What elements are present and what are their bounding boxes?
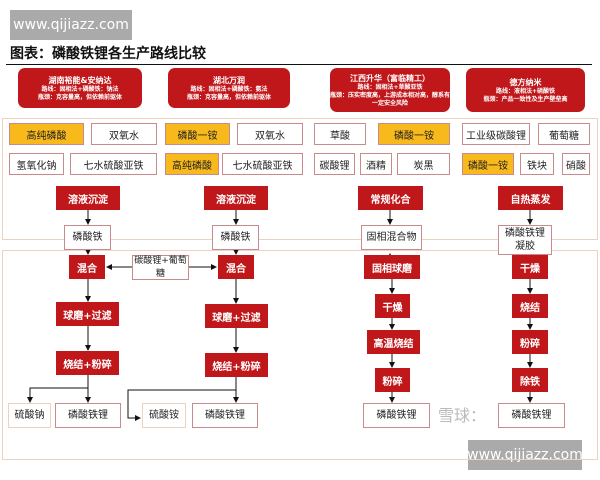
input-iron-block: 铁块 — [520, 153, 554, 175]
product-lfp: 磷酸铁锂 — [192, 403, 258, 428]
step-crushing: 粉碎 — [512, 330, 548, 354]
page-title: 图表：磷酸铁锂各生产路线比较 — [10, 46, 206, 62]
watermark-top: www.qijiazz.com — [10, 10, 132, 40]
input-lithium-carbonate: 碳酸锂 — [314, 153, 355, 175]
product-iron-phosphate: 磷酸铁 — [212, 225, 259, 250]
input-ferrous-sulfate: 七水硫酸亚铁 — [70, 153, 157, 175]
route-header-4: 德方纳米路线：液相法+硝酸铁瓶颈：产品一致性及生产壁垒高 — [466, 68, 585, 112]
route-header-2: 湖北万润路线：固相法+磷酸铁：氨法瓶颈：克容量高，但依赖前驱体 — [168, 68, 290, 108]
step-mixing: 混合 — [69, 255, 105, 279]
step-high-temp-sintering: 高温烧结 — [367, 330, 420, 354]
step-sintering: 烧结 — [512, 294, 548, 318]
route-header-1: 湖南裕能&安纳达路线：固相法+磷酸铁：钠法瓶颈：克容量高，但依赖前驱体 — [18, 68, 142, 108]
step-self-heating-evaporation: 自热蒸发 — [498, 186, 563, 210]
input-industrial-lithium-carbonate: 工业级碳酸锂 — [462, 123, 530, 145]
input-high-purity-phosphoric-acid: 高纯磷酸 — [9, 123, 84, 145]
byproduct-ammonium-sulfate: 硫酸铵 — [142, 403, 186, 428]
step-drying: 干燥 — [375, 294, 410, 318]
step-precipitation: 溶液沉淀 — [204, 186, 268, 210]
step-conventional-synthesis: 常规化合 — [358, 186, 423, 210]
product-lfp: 磷酸铁锂 — [363, 403, 430, 428]
step-sintering-crushing: 烧结+粉碎 — [205, 353, 268, 377]
input-hydrogen-peroxide: 双氧水 — [237, 123, 303, 145]
input-oxalic-acid: 草酸 — [314, 123, 366, 145]
input-li2co3-glucose: 碳酸锂+葡萄糖 — [132, 255, 189, 280]
precursor-section — [2, 118, 598, 240]
byproduct-sodium-sulfate: 硫酸钠 — [8, 403, 51, 428]
step-precipitation: 溶液沉淀 — [56, 186, 120, 210]
product-lfp-gel: 磷酸铁锂凝胶 — [498, 225, 552, 255]
product-iron-phosphate: 磷酸铁 — [64, 225, 111, 250]
step-drying: 干燥 — [512, 255, 548, 279]
input-sodium-hydroxide: 氢氧化钠 — [9, 153, 64, 175]
input-glucose: 葡萄糖 — [538, 123, 590, 145]
step-crushing: 粉碎 — [375, 368, 410, 392]
step-mixing: 混合 — [218, 255, 254, 279]
step-milling-filtering: 球磨+过滤 — [205, 304, 268, 328]
input-alcohol: 酒精 — [360, 153, 392, 175]
xueqiu-watermark: 雪球： — [437, 406, 486, 425]
product-lfp: 磷酸铁锂 — [55, 403, 121, 428]
step-sintering-crushing: 烧结+粉碎 — [56, 351, 119, 375]
input-hydrogen-peroxide: 双氧水 — [91, 123, 157, 145]
product-solid-mixture: 固相混合物 — [361, 225, 422, 250]
input-nitric-acid: 硝酸 — [562, 153, 590, 175]
synthesis-section — [2, 250, 598, 460]
route-header-3: 江西升华（富临精工）路线：固相法+草酸亚铁瓶颈：压实密度高，上游成本相对高，醇系… — [330, 68, 450, 112]
input-map: 磷酸一铵 — [165, 123, 230, 145]
step-milling-filtering: 球磨+过滤 — [56, 302, 119, 326]
step-iron-removal: 除铁 — [512, 368, 548, 392]
input-high-purity-phosphoric-acid: 高纯磷酸 — [165, 153, 219, 175]
product-lfp: 磷酸铁锂 — [498, 403, 565, 428]
step-solid-milling: 固相球磨 — [364, 255, 420, 279]
input-carbon-black: 炭黑 — [397, 153, 450, 175]
input-map: 磷酸一铵 — [378, 123, 450, 145]
input-map: 磷酸一铵 — [462, 153, 514, 175]
title-divider — [6, 64, 592, 65]
input-ferrous-sulfate: 七水硫酸亚铁 — [222, 153, 303, 175]
